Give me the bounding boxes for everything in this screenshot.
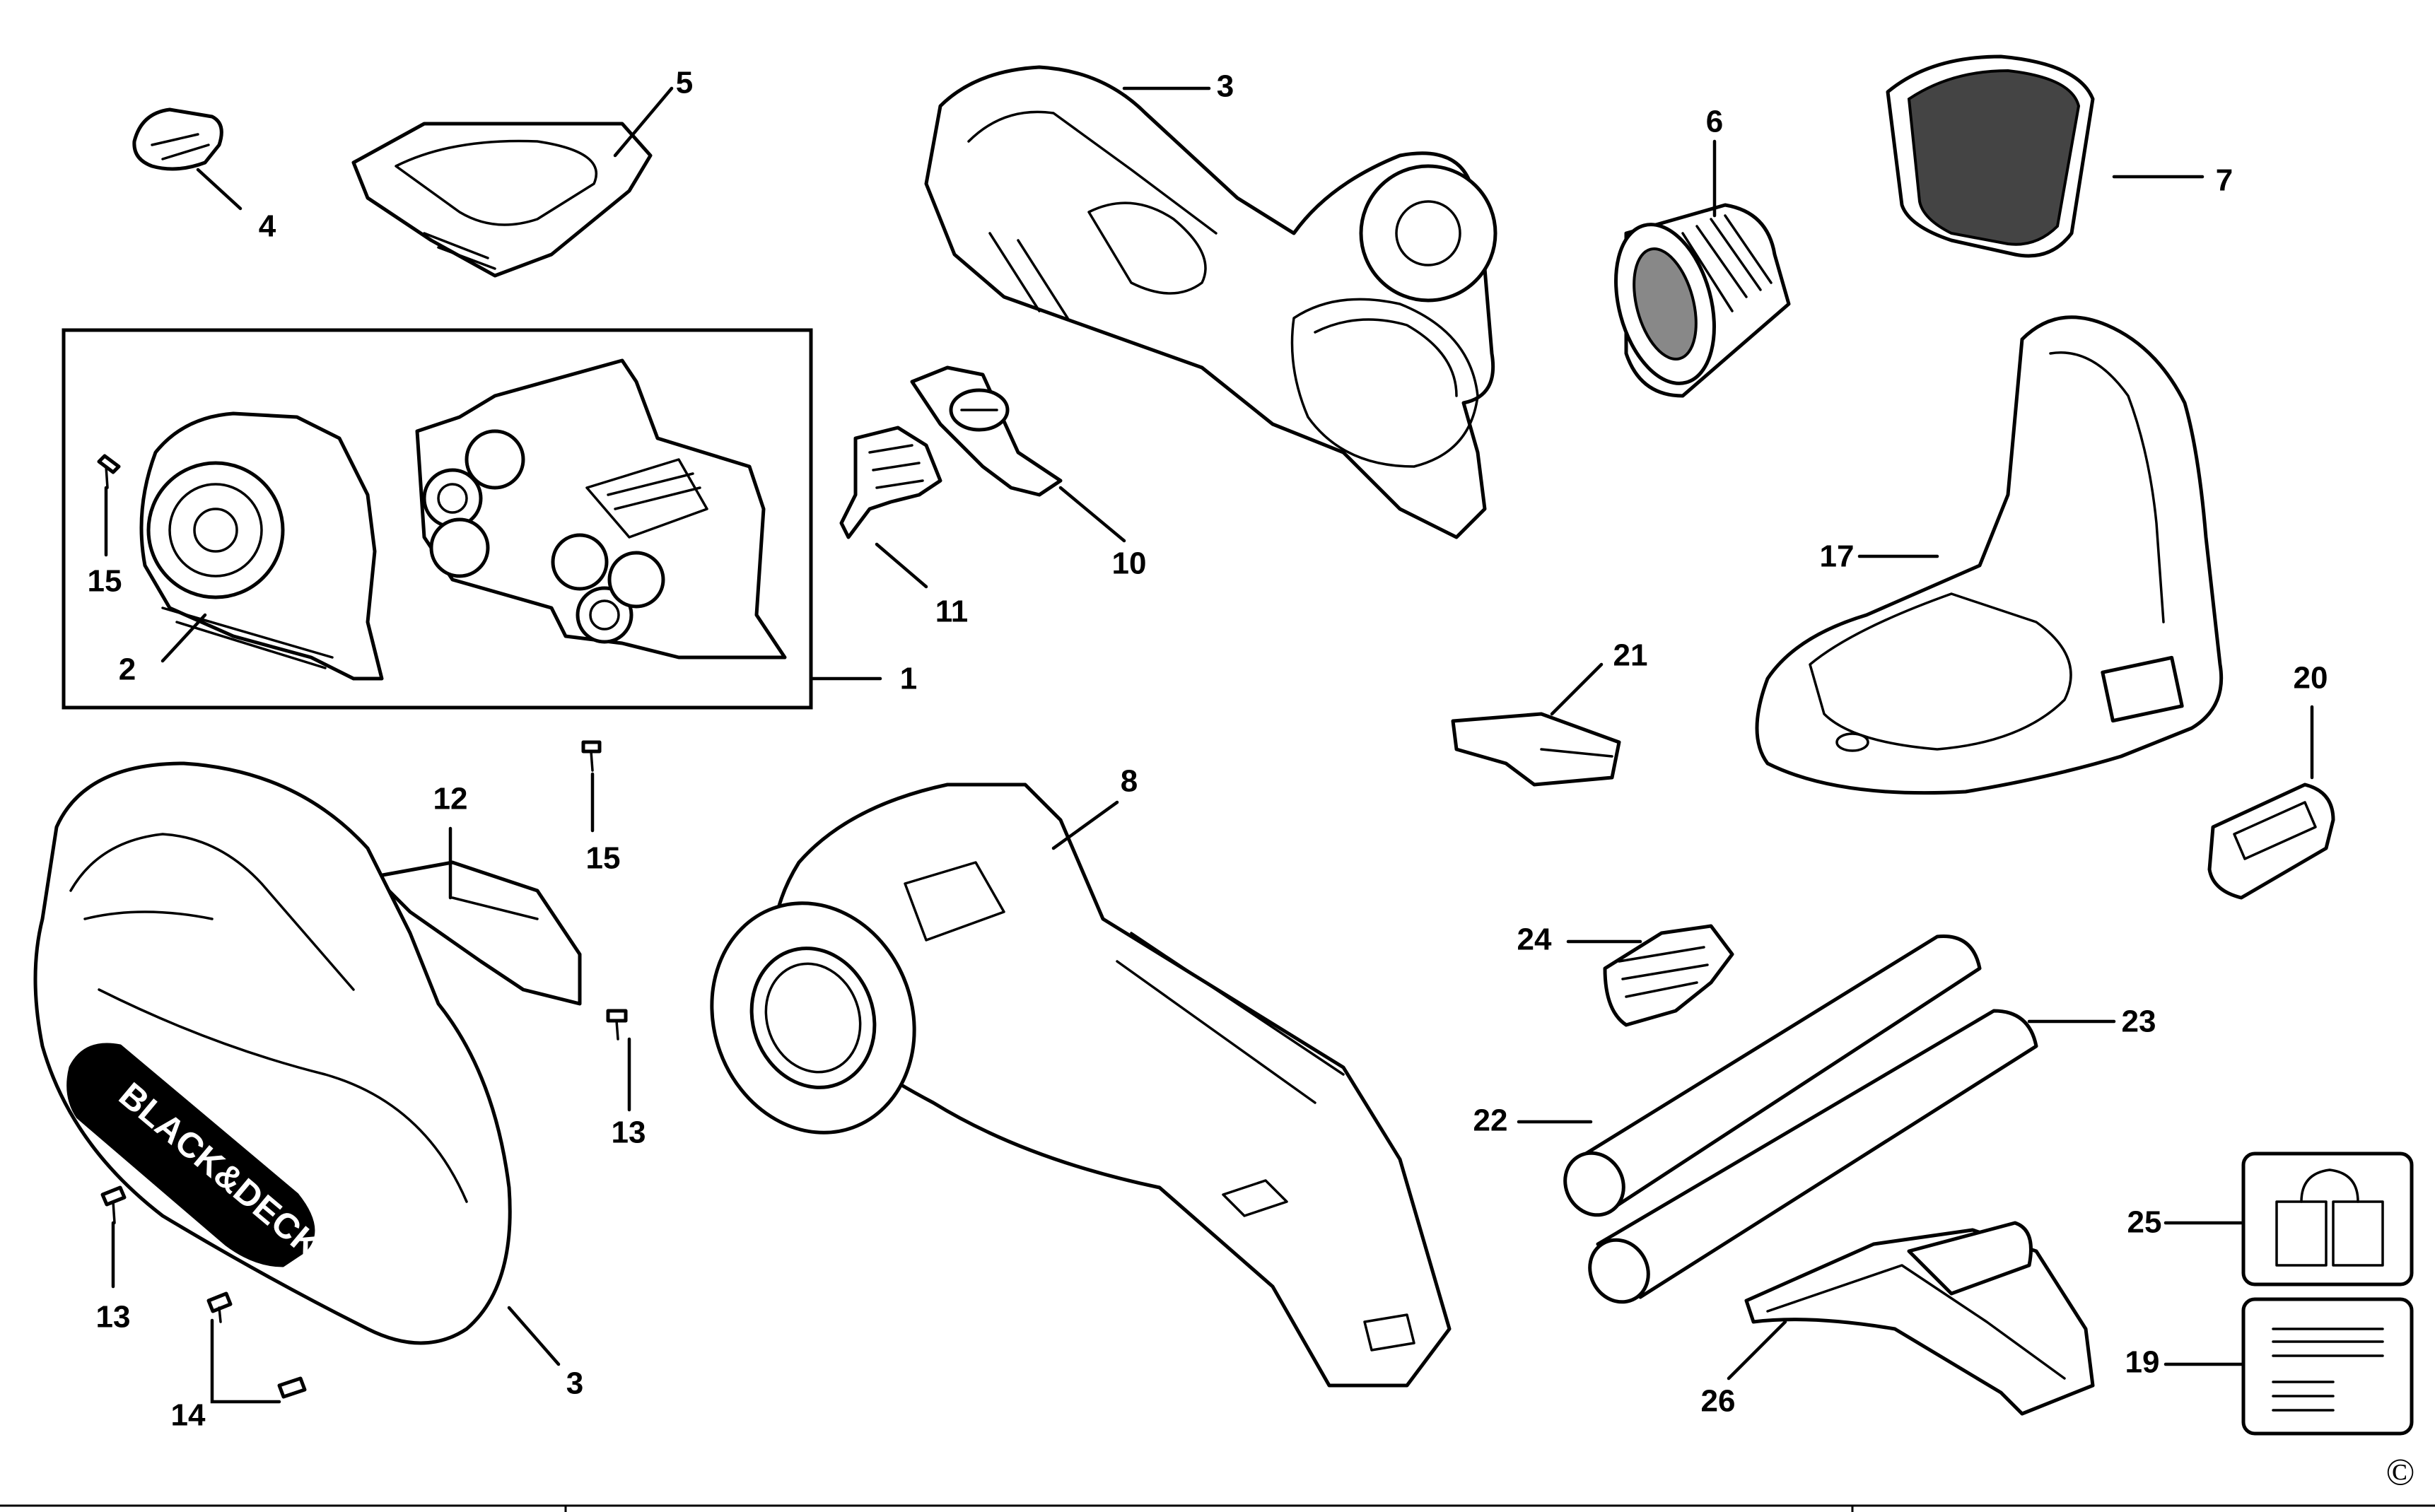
part-17-charging-base — [1755, 315, 2224, 795]
callout-14: 14 — [171, 1398, 206, 1433]
part-22-extension-tube — [1563, 934, 1982, 1217]
part-21-crevice-nozzle — [1451, 712, 1621, 787]
callout-11: 11 — [935, 594, 969, 629]
callout-25: 25 — [2127, 1205, 2162, 1240]
part-4-clip — [132, 107, 223, 171]
callout-7: 7 — [2216, 163, 2233, 198]
part-7-mesh-filter — [1886, 54, 2095, 258]
part-13-screw-b — [100, 1185, 127, 1224]
part-19-label-box — [2241, 1297, 2414, 1436]
part-11-contacts — [839, 426, 942, 539]
part-26-floor-nozzle — [1744, 1221, 2095, 1416]
callout-5: 5 — [676, 66, 693, 100]
part-25-clip-box — [2241, 1151, 2414, 1287]
callout-labels: 3 5 4 6 7 10 11 15 2 1 17 21 20 8 12 15 … — [88, 66, 2328, 1433]
callout-19: 19 — [2125, 1345, 2160, 1380]
copyright-mark: © — [2386, 1451, 2414, 1493]
part-10-switch — [910, 365, 1063, 497]
callout-13-left: 13 — [96, 1300, 131, 1335]
part-3-upper-housing — [924, 65, 1497, 539]
bottom-frame-lines — [0, 1504, 2435, 1512]
callout-21: 21 — [1613, 638, 1648, 673]
callout-3-upper: 3 — [1217, 69, 1234, 104]
part-3-lower-housing: BLACK&DECKER — [33, 761, 512, 1345]
callout-24: 24 — [1517, 922, 1552, 957]
part-1-battery-pack — [415, 358, 787, 660]
callout-1: 1 — [900, 662, 917, 696]
callout-15-mid: 15 — [586, 841, 621, 876]
assembly-1-box — [62, 328, 813, 710]
callout-22: 22 — [1473, 1103, 1508, 1138]
part-14-screws — [206, 1291, 307, 1399]
callout-10: 10 — [1112, 546, 1147, 581]
part-13-screw-a — [606, 1009, 628, 1041]
part-24-connector — [1603, 924, 1734, 1027]
callout-23: 23 — [2122, 1004, 2156, 1039]
callout-2: 2 — [119, 652, 136, 687]
callout-13-mid: 13 — [612, 1115, 646, 1150]
part-20-adapter — [2207, 783, 2335, 900]
callout-12: 12 — [433, 782, 468, 816]
part-23-extension-tube — [1588, 1009, 2038, 1304]
callout-8: 8 — [1121, 764, 1138, 799]
part-8-main-body — [710, 783, 1452, 1388]
part-2-fan-housing — [139, 411, 384, 681]
callout-26: 26 — [1701, 1384, 1736, 1419]
leader-lines — [104, 86, 2314, 1404]
part-5-tray — [351, 122, 653, 278]
part-6-pleated-filter — [1614, 203, 1791, 398]
callout-17: 17 — [1820, 539, 1855, 574]
callout-3-lower: 3 — [566, 1366, 583, 1401]
part-15-screw-b — [581, 740, 602, 772]
part-15-screw-a — [97, 454, 121, 489]
callout-4: 4 — [259, 209, 276, 244]
callout-6: 6 — [1706, 105, 1723, 139]
callout-15-left: 15 — [88, 564, 122, 599]
part-12-foam-block — [373, 860, 582, 1006]
callout-20: 20 — [2294, 661, 2328, 696]
